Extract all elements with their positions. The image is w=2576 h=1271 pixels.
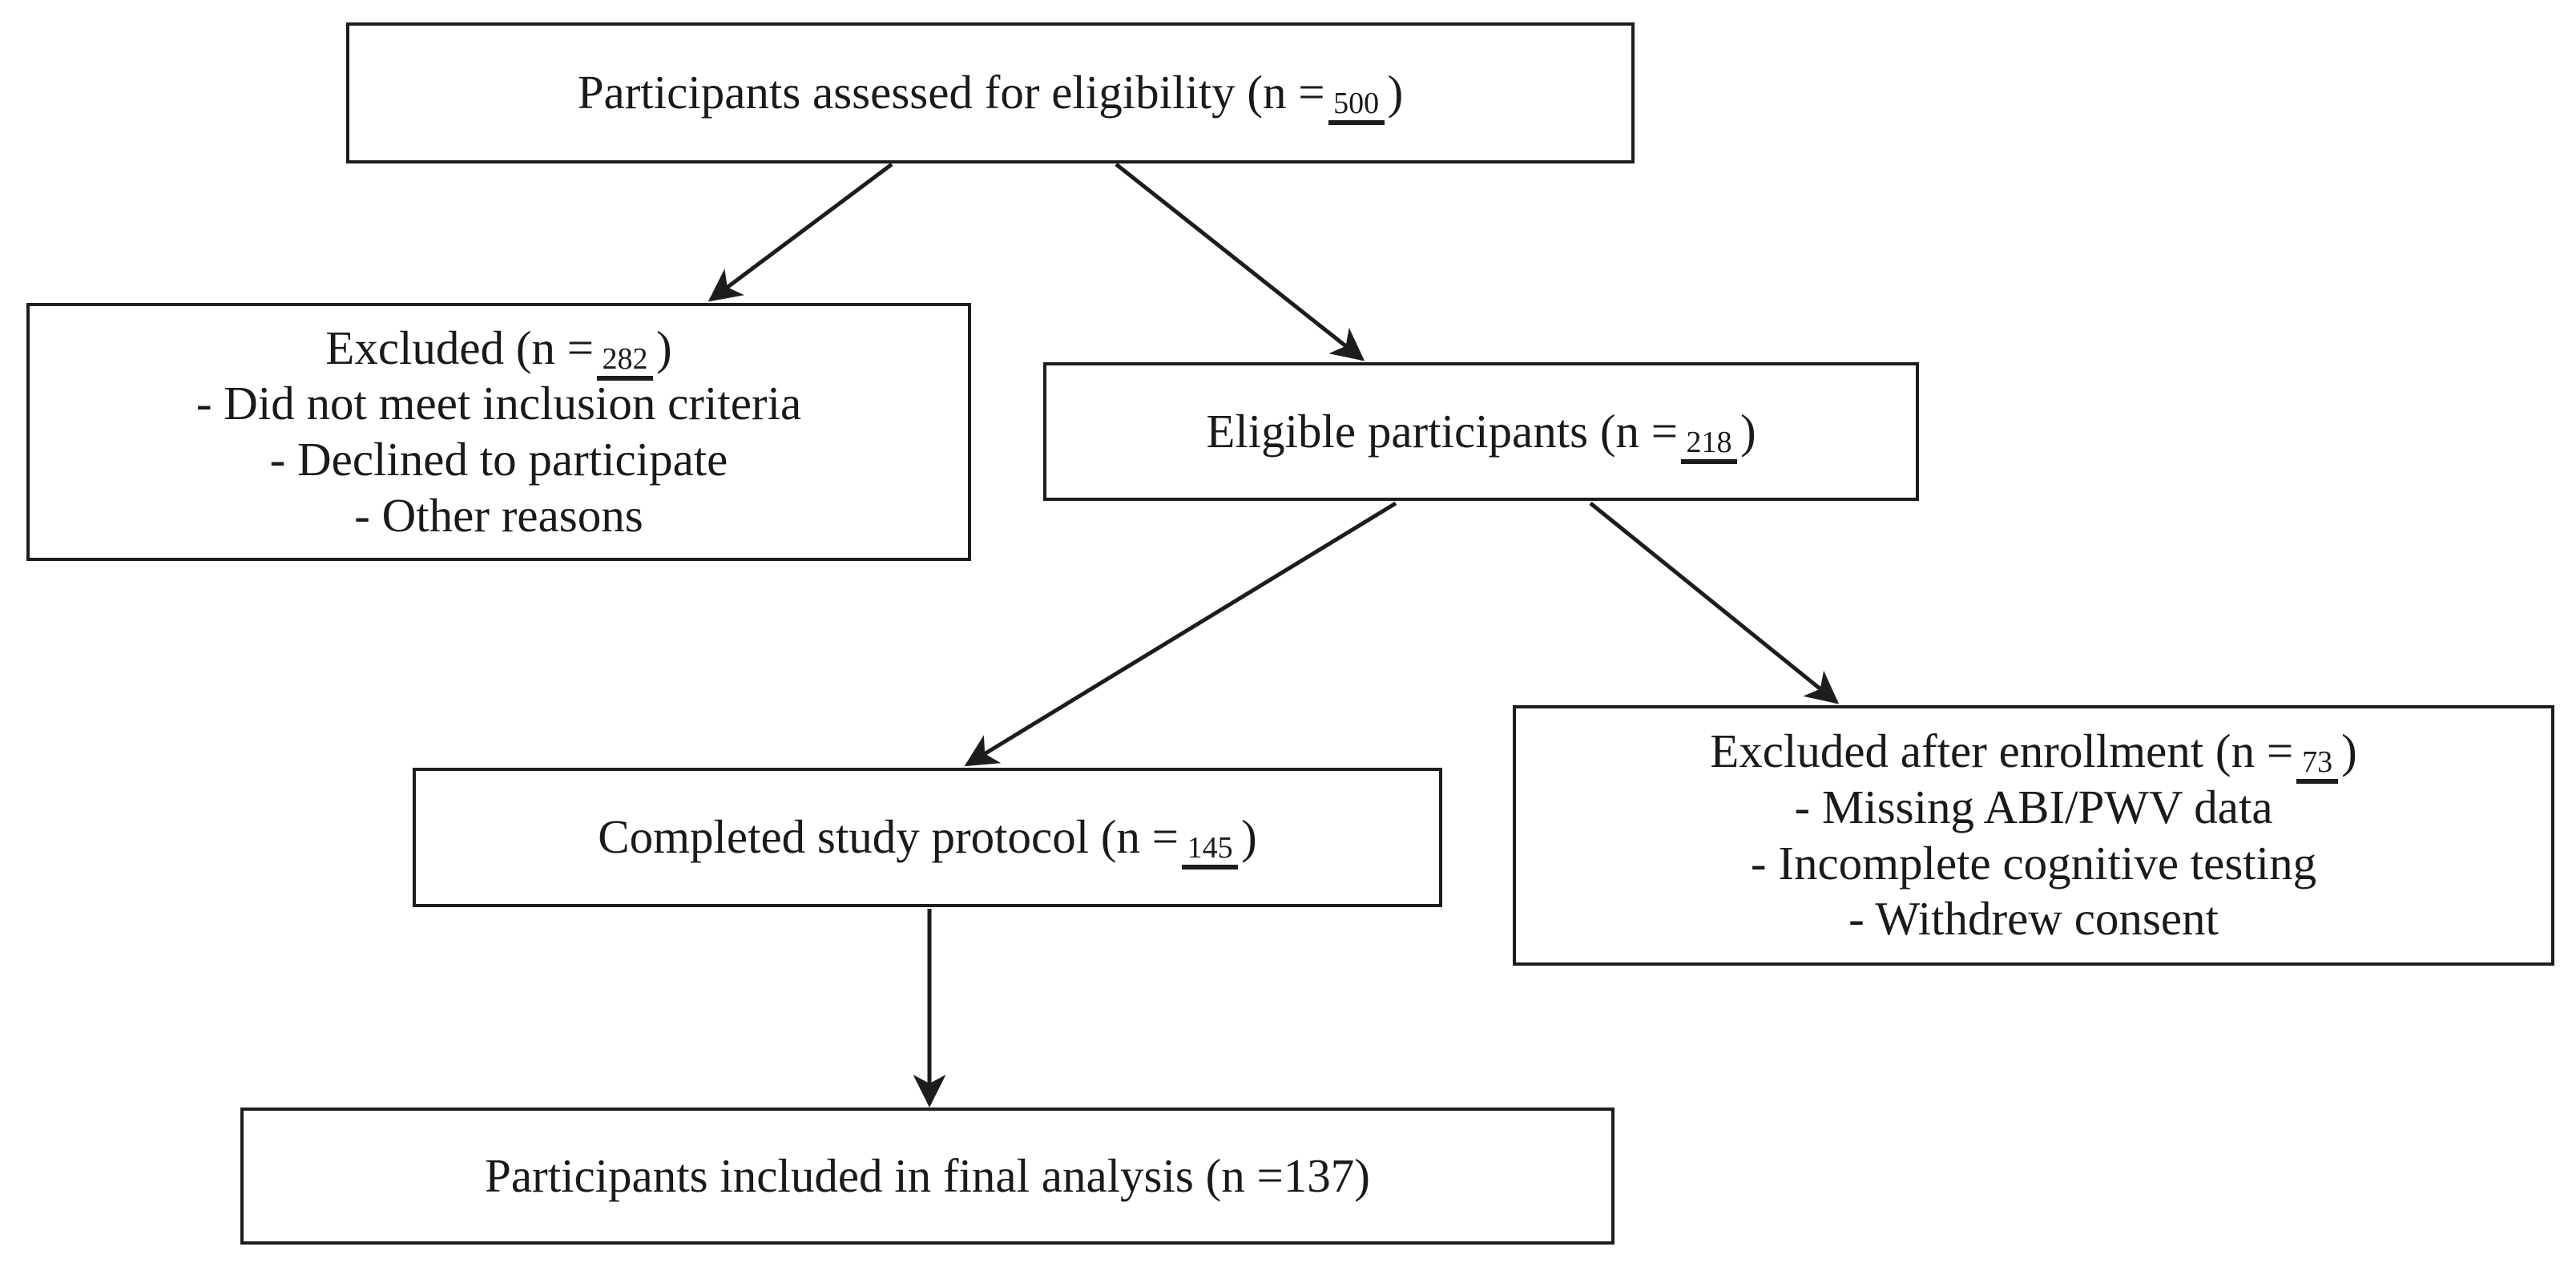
edge-assessed-to-excluded-pre [707, 162, 893, 302]
node-excluded-post-count: 73 [2296, 747, 2339, 785]
node-excluded-post-suffix: ) [2341, 724, 2357, 778]
node-assessed-suffix: ) [1387, 66, 1404, 119]
edge-eligible-to-excluded-post [1589, 502, 1840, 704]
node-assessed-count: 500 [1328, 88, 1385, 126]
node-completed-label: Completed study protocol (n = 145 ) [598, 809, 1257, 870]
node-completed-prefix: Completed study protocol (n = [598, 810, 1179, 864]
node-assessed-for-eligibility[interactable]: Participants assessed for eligibility (n… [346, 22, 1635, 163]
node-final-label: Participants included in final analysis … [485, 1148, 1370, 1204]
node-excluded-pre-prefix: Excluded (n = [325, 321, 595, 374]
node-eligible-prefix: Eligible participants (n = [1206, 404, 1679, 458]
node-final-suffix: ) [1354, 1148, 1370, 1202]
node-excluded-post-reason-1: - Missing ABI/PWV data [1794, 780, 2273, 833]
node-excluded-pre-count: 282 [597, 344, 654, 381]
node-eligible-count: 218 [1681, 427, 1738, 464]
node-completed-suffix: ) [1241, 810, 1257, 864]
node-eligible-label: Eligible participants (n = 218 ) [1206, 404, 1756, 464]
node-assessed-prefix: Participants assessed for eligibility (n… [577, 66, 1325, 119]
node-excluded-post-reason-3: - Withdrew consent [1848, 892, 2219, 946]
node-completed-study-protocol[interactable]: Completed study protocol (n = 145 ) [413, 768, 1442, 907]
node-eligible-participants[interactable]: Eligible participants (n = 218 ) [1043, 362, 1919, 501]
edge-eligible-to-completed [964, 501, 1397, 767]
node-excluded-pre-label: Excluded (n = 282 ) [325, 321, 672, 381]
node-excluded-pre-suffix: ) [656, 321, 672, 374]
node-final-prefix: Participants included in final analysis … [485, 1148, 1284, 1202]
node-final-analysis[interactable]: Participants included in final analysis … [240, 1108, 1615, 1245]
node-excluded-pre-enrollment[interactable]: Excluded (n = 282 ) - Did not meet inclu… [26, 303, 971, 561]
node-excluded-post-prefix: Excluded after enrollment (n = [1710, 724, 2294, 778]
node-final-count: 137 [1283, 1148, 1355, 1202]
node-excluded-pre-reason-1: - Did not meet inclusion criteria [196, 377, 802, 430]
node-excluded-post-reason-2: - Incomplete cognitive testing [1750, 836, 2317, 890]
node-excluded-pre-reason-2: - Declined to participate [269, 433, 728, 486]
edge-assessed-to-eligible [1115, 163, 1365, 361]
node-excluded-after-enrollment[interactable]: Excluded after enrollment (n = 73 ) - Mi… [1513, 705, 2554, 966]
node-assessed-label: Participants assessed for eligibility (n… [577, 65, 1404, 126]
node-completed-count: 145 [1182, 833, 1239, 870]
node-eligible-suffix: ) [1740, 404, 1756, 458]
node-excluded-pre-reason-3: - Other reasons [354, 488, 643, 542]
node-excluded-post-label: Excluded after enrollment (n = 73 ) [1710, 724, 2357, 785]
